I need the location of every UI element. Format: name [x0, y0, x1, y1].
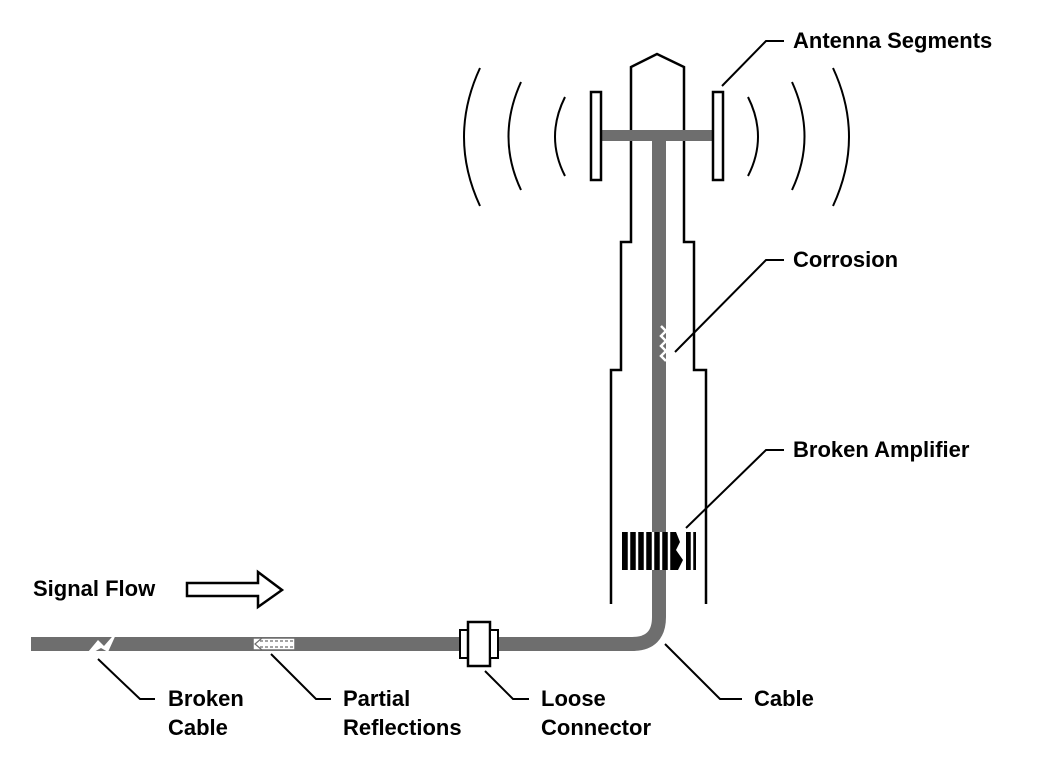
- antenna-crossbar: [600, 130, 714, 141]
- label-partial-reflections-line1: Partial: [343, 686, 411, 711]
- label-broken-cable-line1: Broken: [168, 686, 244, 711]
- corrosion-mark: [659, 325, 668, 362]
- partial-reflections-mark: [252, 637, 296, 651]
- leader-lines: [97, 40, 784, 700]
- label-loose-connector-line2: Connector: [541, 715, 651, 740]
- loose-connector: [459, 620, 499, 668]
- tower: [609, 52, 708, 604]
- label-cable: Cable: [754, 686, 814, 711]
- broken-amplifier: [622, 532, 696, 570]
- label-antenna-segments: Antenna Segments: [793, 28, 993, 53]
- radio-waves-left: [463, 67, 566, 207]
- label-partial-reflections-line2: Reflections: [343, 715, 462, 740]
- signal-flow-arrow-icon: [185, 569, 285, 610]
- label-signal-flow: Signal Flow: [33, 576, 156, 601]
- radio-waves-right: [747, 67, 850, 207]
- label-broken-cable-line2: Cable: [168, 715, 228, 740]
- antenna-segment-left: [589, 90, 603, 182]
- label-broken-amplifier: Broken Amplifier: [793, 437, 970, 462]
- antenna-segment-right: [711, 90, 725, 182]
- label-corrosion: Corrosion: [793, 247, 899, 272]
- broken-cable-mark: [83, 630, 118, 658]
- cable-line: [31, 141, 666, 651]
- label-loose-connector-line1: Loose: [541, 686, 606, 711]
